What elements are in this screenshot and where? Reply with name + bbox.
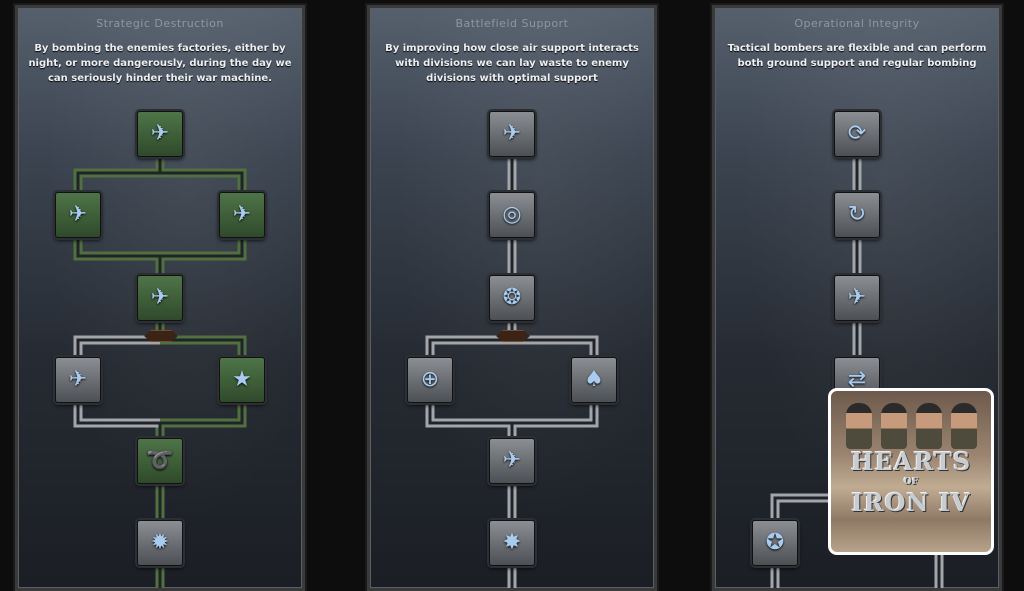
- plane-arrows-icon: ➰: [146, 448, 174, 473]
- doctrine-node[interactable]: ★: [219, 357, 265, 403]
- doctrine-node[interactable]: ✈: [55, 357, 101, 403]
- doctrine-node[interactable]: ↻: [834, 192, 880, 238]
- doctrine-node[interactable]: ⟳: [834, 111, 880, 157]
- panel-title: Strategic Destruction: [96, 17, 224, 30]
- doctrine-node[interactable]: ✈: [55, 192, 101, 238]
- mutual-exclusive-connector: [144, 330, 178, 342]
- bombers-runway-icon: ✈: [68, 367, 88, 392]
- soldier-ring-icon: ❂: [502, 285, 522, 310]
- panel-description: By bombing the enemies factories, either…: [28, 43, 292, 84]
- doctrine-node[interactable]: ✈: [219, 192, 265, 238]
- plane-target-ring-icon: ◎: [502, 202, 522, 227]
- doctrine-node[interactable]: ✈: [137, 111, 183, 157]
- bomber-city-icon: ✈: [232, 202, 252, 227]
- plane-bunker-icon: ✈: [150, 285, 170, 310]
- panel-description: Tactical bombers are flexible and can pe…: [727, 43, 987, 69]
- plane-curve-arrow-icon: ↻: [847, 202, 867, 227]
- generals-artwork: [841, 397, 981, 449]
- doctrine-node[interactable]: ⊕: [407, 357, 453, 403]
- plane-explosion-icon: ✸: [502, 530, 522, 555]
- plane-target-icon: ✈: [150, 121, 170, 146]
- panel-title: Operational Integrity: [794, 17, 920, 30]
- doctrine-panel-battlefield-support: Battlefield Support By improving how clo…: [367, 5, 657, 591]
- logo-line-2: OF: [903, 477, 919, 487]
- cycle-arrows-icon: ⟳: [847, 121, 867, 146]
- doctrine-panel-strategic-destruction: Strategic Destruction By bombing the ene…: [15, 5, 305, 591]
- mutual-exclusive-connector: [496, 330, 530, 342]
- doctrine-node[interactable]: ✈: [137, 275, 183, 321]
- plane-swap-icon: ⇄: [847, 367, 867, 392]
- medal-star-icon: ✪: [765, 530, 785, 555]
- logo-line-1: HEARTS: [850, 449, 972, 475]
- doctrine-node[interactable]: ✈: [834, 275, 880, 321]
- spade-icon: ♠: [584, 367, 604, 392]
- star-plane-icon: ★: [232, 367, 252, 392]
- plane-formation-icon: ✈: [502, 121, 522, 146]
- doctrine-node[interactable]: ❂: [489, 275, 535, 321]
- hearts-of-iron-iv-logo: HEARTS OF IRON IV: [828, 388, 994, 555]
- logo-line-3: IRON IV: [851, 490, 971, 516]
- doctrine-node[interactable]: ✈: [489, 438, 535, 484]
- doctrine-node[interactable]: ➰: [137, 438, 183, 484]
- doctrine-node[interactable]: ✸: [489, 520, 535, 566]
- doctrine-node[interactable]: ♠: [571, 357, 617, 403]
- doctrine-node[interactable]: ✈: [489, 111, 535, 157]
- doctrine-node[interactable]: ✪: [752, 520, 798, 566]
- plane-truck-explosion-icon: ✹: [150, 530, 170, 555]
- panel-description: By improving how close air support inter…: [385, 43, 639, 84]
- plane-paratrooper-icon: ✈: [502, 448, 522, 473]
- doctrine-node[interactable]: ◎: [489, 192, 535, 238]
- radar-plane-icon: ⊕: [420, 367, 440, 392]
- bomber-bridge-icon: ✈: [68, 202, 88, 227]
- doctrine-node[interactable]: ✹: [137, 520, 183, 566]
- tank-plane-icon: ✈: [847, 285, 867, 310]
- panel-title: Battlefield Support: [455, 17, 569, 30]
